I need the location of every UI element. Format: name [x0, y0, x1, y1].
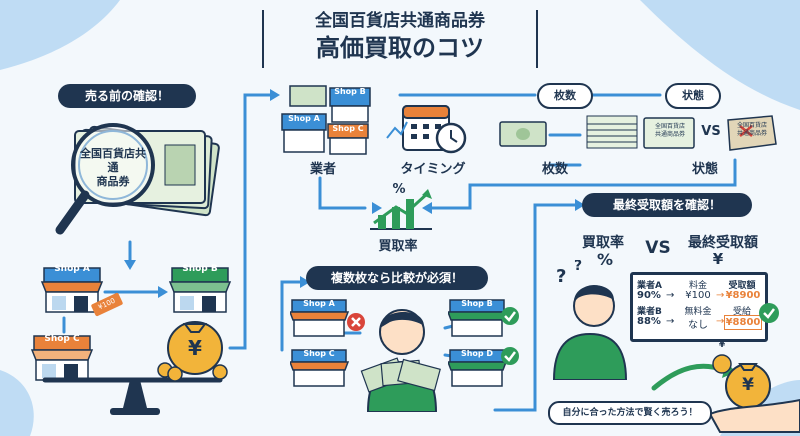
factor-kaitoriritsu: 買取率	[378, 239, 418, 254]
jotai-pill: 状態	[665, 83, 721, 109]
header-fee: 料金	[688, 281, 707, 291]
mid-shop-d-sign: Shop D	[460, 349, 494, 358]
mini-voucher-good-line1: 全国百貨店	[654, 123, 685, 130]
mid-shop-c-building	[290, 349, 350, 387]
reject-x-icon	[347, 313, 365, 331]
compare-vs-text: VS	[645, 238, 671, 258]
page-title: 全国百貨店共通商品券 高価買取のコツ	[260, 6, 540, 64]
mid-shop-d-building	[448, 349, 508, 387]
compare-yen-icon: ¥	[712, 250, 724, 268]
condition-compare-illustration	[643, 115, 777, 151]
vendor-shop-a-sign: Shop A	[288, 114, 320, 123]
title-line2: 高価買取のコツ	[316, 34, 484, 62]
final-pill: 最終受取額を確認！	[582, 193, 752, 217]
hand-bag-yen-icon: ¥	[742, 375, 754, 395]
row-a-fee-arrow: →	[666, 290, 675, 301]
mini-voucher-damaged: 全国百貨店 共通商品券	[730, 122, 774, 138]
maisu-pill: 枚数	[537, 83, 593, 109]
voucher-text-line2: 商品券	[96, 175, 130, 188]
compare-percent-icon: %	[596, 250, 614, 269]
jotai-vs-text: VS	[701, 124, 721, 139]
mini-voucher-damaged-line2: 共通商品券	[736, 130, 767, 137]
row-a-fee: ¥100	[685, 290, 711, 301]
mid-shop-b-building	[448, 299, 508, 337]
coin-yen-icon: ¥	[718, 340, 726, 350]
compare-pill: 複数枚なら比較が必須！	[306, 266, 488, 290]
thinking-person: ? ?	[552, 260, 628, 380]
row-b-vendor: 業者B	[637, 307, 662, 317]
money-bag-yen-icon: ¥	[188, 336, 202, 360]
calendar-clock-icon	[386, 105, 467, 154]
person-with-cash	[360, 309, 441, 412]
shop-c-sign: Shop C	[44, 334, 80, 344]
hand-money-bag	[651, 354, 800, 433]
row-b-fee-arrow: →	[666, 316, 675, 327]
row-a-result-arrow: →	[716, 290, 725, 301]
title-line1: 全国百貨店共通商品券	[315, 11, 485, 31]
svg-text:?: ?	[556, 266, 566, 287]
check-icon-d	[501, 347, 519, 365]
voucher-text-line1: 全国百貨店共通	[80, 147, 146, 174]
mini-voucher-damaged-line1: 全国百貨店	[736, 122, 767, 129]
mini-voucher-good-line2: 共通商品券	[654, 131, 685, 138]
growth-percent-icon: %	[392, 182, 406, 197]
shop-a-building	[40, 267, 104, 313]
footer-tip: 自分に合った方法で賢く売ろう！	[548, 401, 712, 425]
mid-shop-b-sign: Shop B	[461, 299, 493, 308]
factor-maisu: 枚数	[541, 162, 568, 177]
shop-b-sign: Shop B	[182, 264, 218, 274]
mini-voucher-good: 全国百貨店 共通商品券	[645, 123, 695, 139]
mid-shop-a-sign: Shop A	[303, 299, 335, 308]
vendor-shops-illustration	[281, 85, 371, 155]
factor-timing: タイミング	[400, 162, 466, 177]
bill-count-illustration	[499, 115, 638, 149]
compare-left-label: 買取率	[582, 235, 624, 251]
row-b-result-label: 受給	[732, 307, 751, 317]
row-b-fee: なし	[688, 320, 708, 331]
row-a-amount: ¥8900	[725, 290, 761, 301]
shop-b-building	[168, 267, 232, 313]
title-bar-right	[536, 10, 538, 68]
scale-illustration	[42, 321, 228, 415]
header-amount: 受取額	[728, 281, 756, 291]
comparison-board	[630, 272, 768, 342]
row-b-fee-label: 無料金	[684, 307, 712, 317]
mid-shop-c-sign: Shop C	[303, 349, 335, 358]
final-check-icon	[759, 303, 779, 323]
shop-c-building	[30, 335, 94, 381]
row-b-rate: 88%	[637, 316, 661, 327]
growth-chart-icon	[370, 189, 432, 230]
title-bar-left	[262, 10, 264, 68]
svg-text:?: ?	[574, 260, 582, 274]
row-a-rate: 90%	[637, 290, 661, 301]
check-icon-b	[501, 307, 519, 325]
factor-jotai: 状態	[691, 162, 718, 177]
voucher-text: 全国百貨店共通 商品券	[78, 147, 148, 189]
voucher-magnifier-illustration	[55, 123, 220, 235]
compare-right-label: 最終受取額	[688, 235, 758, 251]
mid-shop-a-building	[290, 299, 350, 337]
confirm-pill: 売る前の確認！	[58, 84, 196, 108]
row-b-result-arrow: →	[716, 316, 725, 327]
vendor-shop-b-sign: Shop B	[334, 87, 366, 96]
row-b-amount: ¥8800	[724, 315, 762, 330]
factor-gyosha: 業者	[309, 162, 336, 177]
vendor-shop-c-sign: Shop C	[332, 124, 364, 133]
row-a-vendor: 業者A	[637, 281, 662, 291]
shop-a-sign: Shop A	[54, 264, 90, 274]
